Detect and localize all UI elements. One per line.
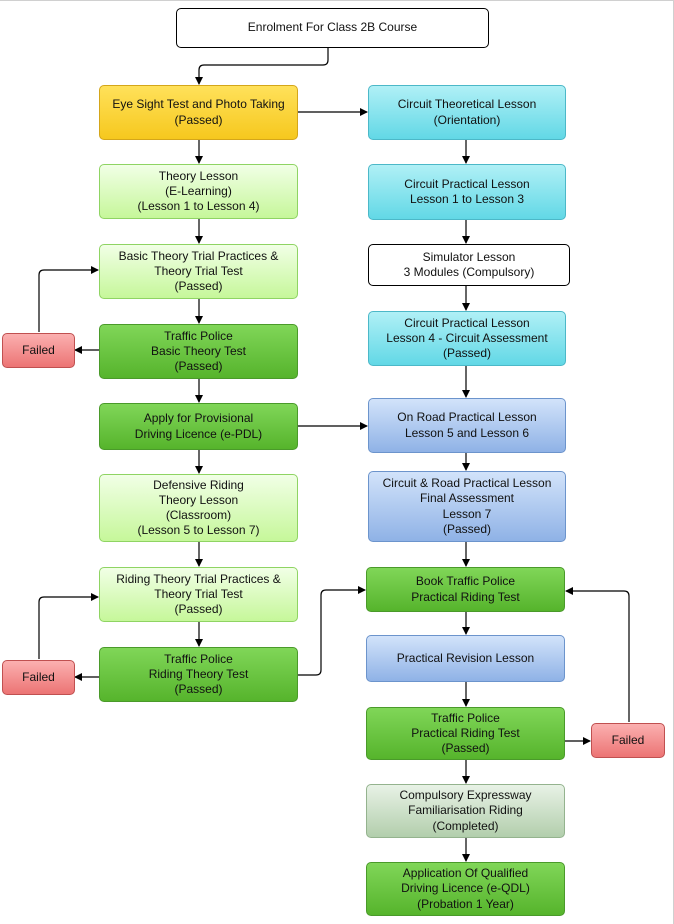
simulator-lesson-node: Simulator Lesson 3 Modules (Compulsory) bbox=[368, 244, 570, 286]
apply-pdl-node: Apply for Provisional Driving Licence (e… bbox=[99, 403, 298, 450]
practical-riding-test-node: Traffic Police Practical Riding Test (Pa… bbox=[366, 707, 565, 760]
enrolment-label: Enrolment For Class 2B Course bbox=[247, 20, 418, 35]
circuit-practical-4-node: Circuit Practical Lesson Lesson 4 - Circ… bbox=[368, 311, 566, 366]
enrolment-node: Enrolment For Class 2B Course bbox=[176, 8, 489, 48]
failed-practical-test-label: Failed bbox=[611, 732, 645, 747]
book-practical-test-node: Book Traffic Police Practical Riding Tes… bbox=[366, 567, 565, 612]
circuit-practical-1-3-node: Circuit Practical Lesson Lesson 1 to Les… bbox=[368, 164, 566, 220]
qdl-application-node: Application Of Qualified Driving Licence… bbox=[366, 862, 565, 916]
failed-riding-theory-label: Failed bbox=[22, 669, 55, 684]
final-assessment-label: Circuit & Road Practical Lesson Final As… bbox=[382, 476, 552, 536]
arrow-failed-retry-riding bbox=[38, 593, 99, 659]
expressway-riding-label: Compulsory Expressway Familiarisation Ri… bbox=[399, 788, 532, 833]
basic-theory-test-label: Traffic Police Basic Theory Test (Passed… bbox=[151, 328, 246, 374]
final-assessment-node: Circuit & Road Practical Lesson Final As… bbox=[368, 471, 566, 542]
arrow-failed-retry-practical bbox=[565, 587, 630, 722]
eye-sight-test-node: Eye Sight Test and Photo Taking (Passed) bbox=[99, 85, 298, 140]
failed-practical-test-node: Failed bbox=[591, 723, 665, 758]
circuit-practical-1-3-label: Circuit Practical Lesson Lesson 1 to Les… bbox=[404, 176, 530, 206]
circuit-theoretical-node: Circuit Theoretical Lesson (Orientation) bbox=[368, 85, 566, 140]
arrow-riding-test-to-book bbox=[298, 586, 366, 676]
practical-revision-node: Practical Revision Lesson bbox=[366, 635, 565, 682]
circuit-theoretical-label: Circuit Theoretical Lesson (Orientation) bbox=[397, 97, 537, 127]
theory-lesson-label: Theory Lesson (E-Learning) (Lesson 1 to … bbox=[137, 168, 260, 214]
practical-revision-label: Practical Revision Lesson bbox=[396, 650, 535, 665]
riding-theory-trial-node: Riding Theory Trial Practices & Theory T… bbox=[99, 567, 298, 622]
riding-theory-test-node: Traffic Police Riding Theory Test (Passe… bbox=[99, 647, 298, 702]
practical-riding-test-label: Traffic Police Practical Riding Test (Pa… bbox=[411, 710, 520, 756]
basic-theory-trial-node: Basic Theory Trial Practices & Theory Tr… bbox=[99, 244, 298, 299]
arrow-failed-retry-basic bbox=[38, 266, 99, 332]
failed-basic-theory-label: Failed bbox=[22, 342, 55, 357]
qdl-application-label: Application Of Qualified Driving Licence… bbox=[401, 866, 530, 911]
defensive-riding-node: Defensive Riding Theory Lesson (Classroo… bbox=[99, 474, 298, 542]
riding-theory-trial-label: Riding Theory Trial Practices & Theory T… bbox=[116, 571, 281, 617]
riding-theory-test-label: Traffic Police Riding Theory Test (Passe… bbox=[148, 651, 249, 697]
book-practical-test-label: Book Traffic Police Practical Riding Tes… bbox=[411, 574, 520, 604]
basic-theory-test-node: Traffic Police Basic Theory Test (Passed… bbox=[99, 324, 298, 379]
on-road-practical-label: On Road Practical Lesson Lesson 5 and Le… bbox=[397, 410, 537, 440]
failed-riding-theory-node: Failed bbox=[2, 660, 75, 695]
circuit-practical-4-label: Circuit Practical Lesson Lesson 4 - Circ… bbox=[386, 315, 548, 361]
on-road-practical-node: On Road Practical Lesson Lesson 5 and Le… bbox=[368, 398, 566, 453]
theory-lesson-node: Theory Lesson (E-Learning) (Lesson 1 to … bbox=[99, 164, 298, 219]
defensive-riding-label: Defensive Riding Theory Lesson (Classroo… bbox=[137, 477, 260, 538]
arrow-enrolment-to-eyesight bbox=[195, 47, 329, 85]
failed-basic-theory-node: Failed bbox=[2, 333, 75, 368]
apply-pdl-label: Apply for Provisional Driving Licence (e… bbox=[134, 411, 263, 441]
eye-sight-test-label: Eye Sight Test and Photo Taking (Passed) bbox=[112, 97, 285, 127]
simulator-lesson-label: Simulator Lesson 3 Modules (Compulsory) bbox=[403, 249, 535, 279]
expressway-riding-node: Compulsory Expressway Familiarisation Ri… bbox=[366, 784, 565, 838]
basic-theory-trial-label: Basic Theory Trial Practices & Theory Tr… bbox=[118, 248, 279, 294]
